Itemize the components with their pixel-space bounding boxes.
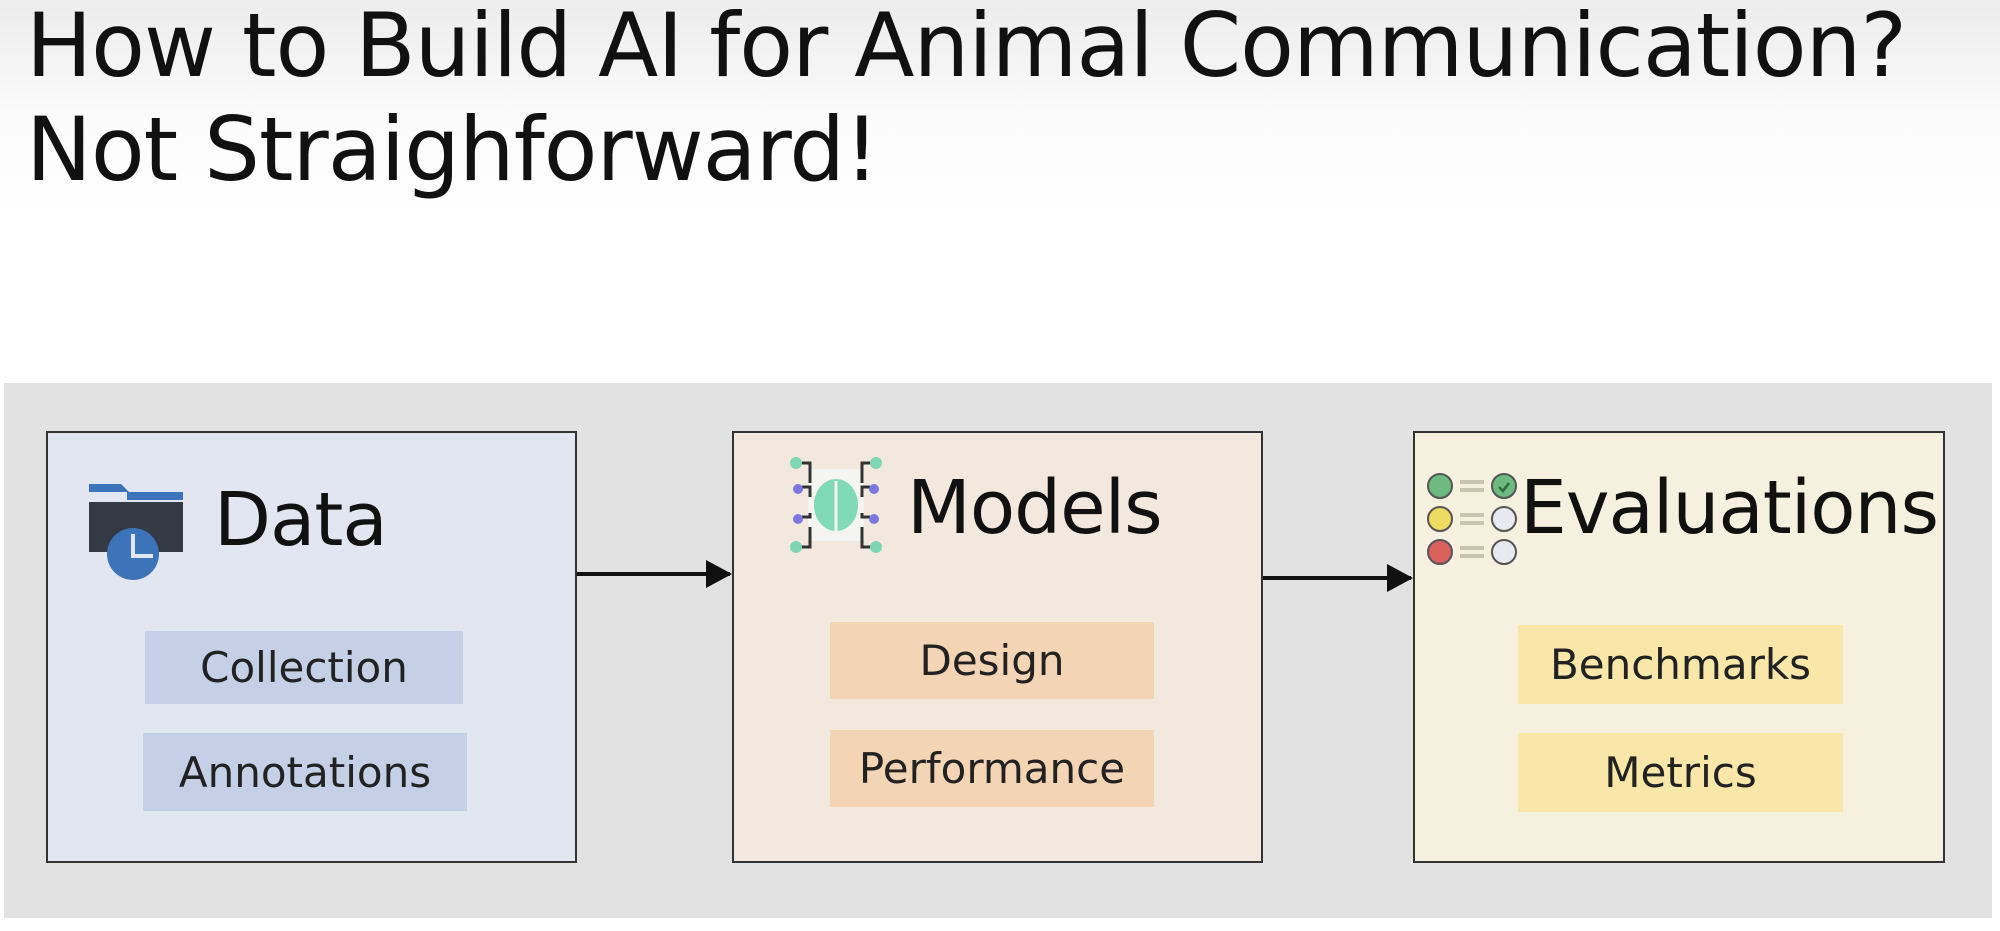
collection-chip: Collection <box>145 631 463 704</box>
data-stage-title: Data <box>214 477 388 563</box>
slide-title: How to Build AI for Animal Communication… <box>26 0 1907 202</box>
models-stage-title: Models <box>907 465 1163 551</box>
metrics-chip: Metrics <box>1518 733 1843 812</box>
arrow-data-to-models <box>577 560 732 588</box>
performance-chip: Performance <box>830 730 1154 807</box>
benchmarks-chip: Benchmarks <box>1518 625 1843 704</box>
title-line-2: Not Straighforward! <box>26 98 879 201</box>
annotations-chip: Annotations <box>143 733 467 811</box>
title-line-1: How to Build AI for Animal Communication… <box>26 0 1907 97</box>
folder-chart-icon <box>89 484 183 580</box>
evaluations-stage-title: Evaluations <box>1520 465 1939 551</box>
evaluation-checklist-icon <box>1427 473 1517 565</box>
design-chip: Design <box>830 622 1154 699</box>
arrow-models-to-evaluations <box>1263 564 1413 592</box>
brain-network-icon <box>790 457 882 553</box>
